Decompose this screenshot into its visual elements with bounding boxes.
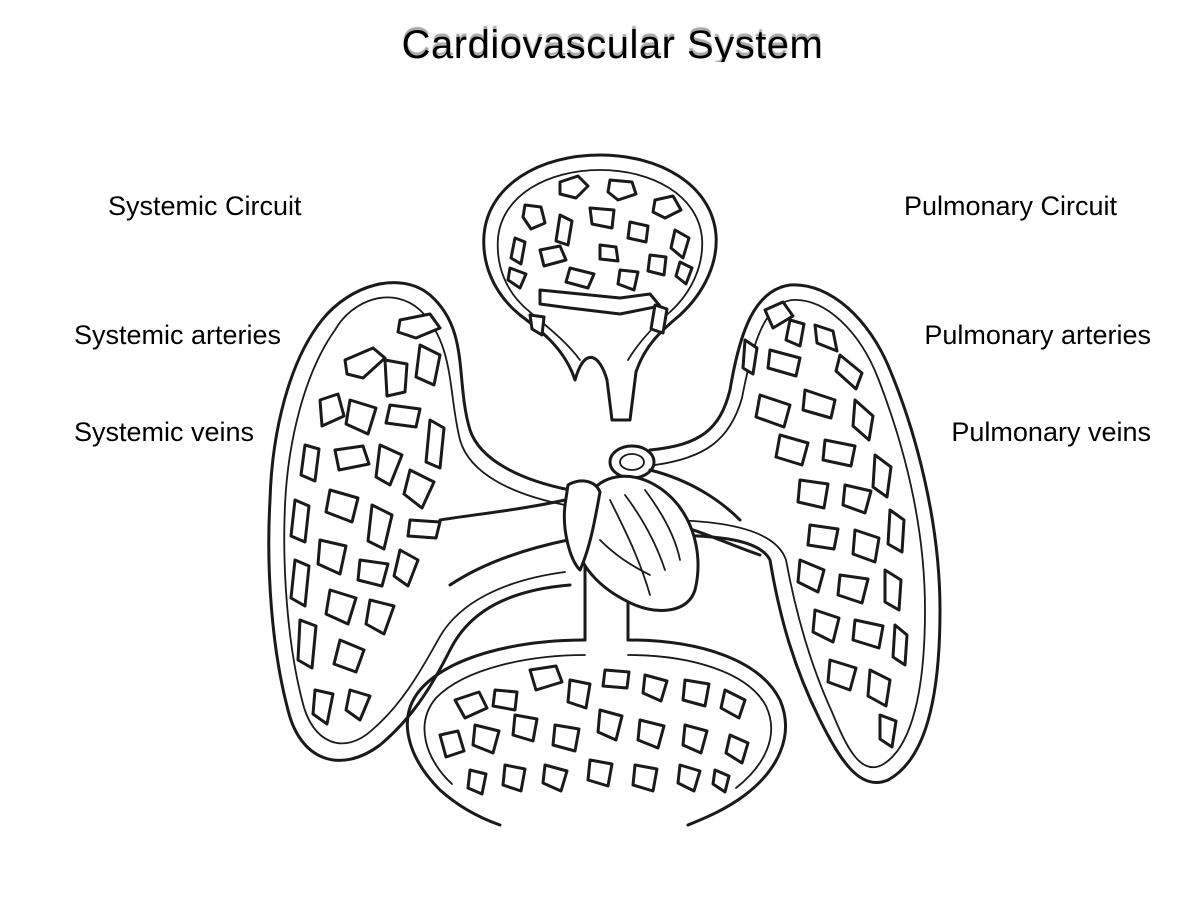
label-pulmonary-circuit: Pulmonary Circuit [903, 191, 1117, 221]
label-pulmonary-arteries: Pulmonary arteries [924, 320, 1151, 350]
label-systemic-arteries: Systemic arteries [74, 320, 282, 350]
heart-illustration [562, 474, 700, 612]
head-capillary-bed [482, 153, 718, 422]
label-pulmonary-veins: Pulmonary veins [951, 417, 1151, 447]
label-systemic-circuit: Systemic Circuit [108, 191, 302, 221]
lower-body-capillary-bed [405, 638, 787, 827]
left-capillary-bed [267, 281, 572, 762]
right-capillary-bed [648, 283, 942, 784]
diagram-title: Cardiovascular System [401, 23, 824, 62]
label-systemic-veins: Systemic veins [74, 417, 255, 447]
